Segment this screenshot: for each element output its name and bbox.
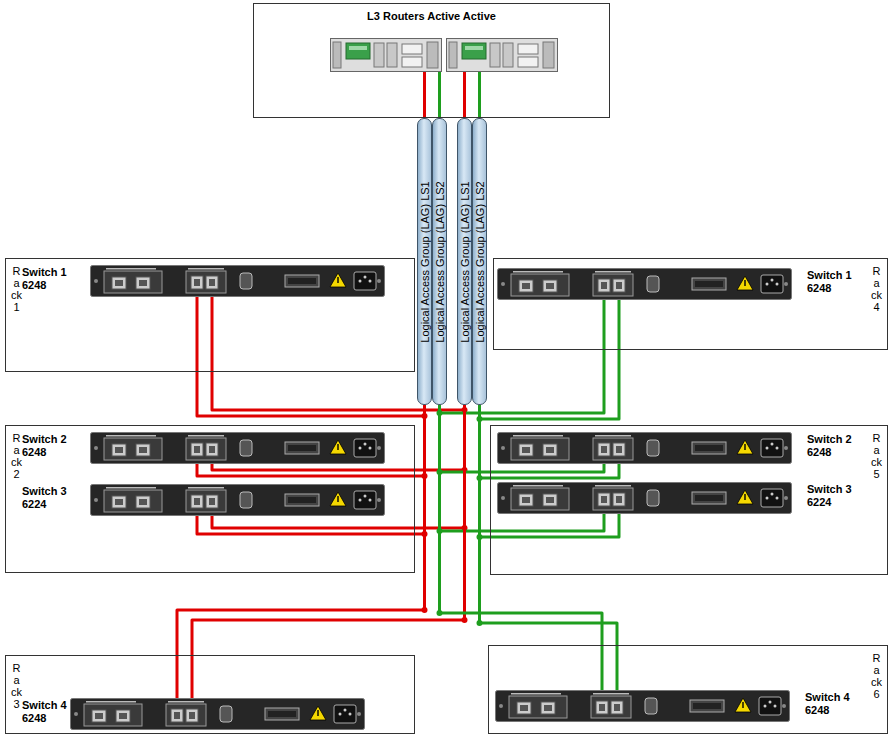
switch-chassis bbox=[498, 483, 792, 514]
switch-unit: Switch 3 6224 bbox=[22, 484, 385, 516]
lag-label: Logical Access Group (LAG) LS2 bbox=[434, 181, 446, 342]
network-cable bbox=[440, 405, 603, 690]
switch-label: Switch 3 6224 bbox=[22, 485, 82, 511]
switch-label: Switch 4 6248 bbox=[805, 691, 865, 717]
switch-label: Switch 4 6248 bbox=[22, 699, 82, 725]
switch-chassis bbox=[91, 433, 385, 464]
lag-label: Logical Access Group (LAG) LS1 bbox=[459, 181, 471, 342]
lag-tube: Logical Access Group (LAG) LS1 bbox=[457, 118, 472, 405]
network-cable bbox=[480, 405, 620, 478]
switch-chassis bbox=[498, 269, 792, 300]
network-cable bbox=[480, 300, 620, 419]
switch-chassis bbox=[71, 699, 365, 730]
switch-chassis bbox=[91, 266, 385, 297]
lag-tube: Logical Access Group (LAG) LS2 bbox=[432, 118, 447, 405]
switch-label: Switch 2 6248 bbox=[807, 433, 867, 459]
network-cable bbox=[212, 405, 465, 528]
switch-chassis bbox=[496, 691, 790, 722]
switch-unit: Switch 3 6224 bbox=[497, 482, 875, 514]
junction-dot bbox=[422, 607, 428, 613]
network-cable bbox=[480, 405, 618, 690]
rack-label: Rack 2 bbox=[11, 432, 22, 480]
lag-label: Logical Access Group (LAG) LS1 bbox=[419, 181, 431, 342]
router-icon bbox=[447, 39, 558, 72]
junction-dot bbox=[462, 617, 468, 623]
switch-label: Switch 3 6224 bbox=[807, 483, 867, 509]
rack-box: Rack 4 Switch 1 6248 bbox=[493, 258, 888, 350]
rack-label: Rack 3 bbox=[11, 662, 22, 710]
rack-label: Rack 4 bbox=[871, 265, 882, 313]
rack-box: Rack 3Switch 4 6248 bbox=[5, 655, 415, 734]
switch-label: Switch 1 6248 bbox=[22, 266, 82, 292]
switch-label: Switch 2 6248 bbox=[22, 433, 82, 459]
rack-box: Rack 1Switch 1 6248 bbox=[5, 258, 415, 372]
junction-dot bbox=[477, 620, 483, 626]
rack-label: Rack 1 bbox=[11, 265, 22, 313]
switch-unit: Switch 1 6248 bbox=[22, 265, 385, 297]
lag-label: Logical Access Group (LAG) LS2 bbox=[474, 181, 486, 342]
network-cable bbox=[438, 72, 441, 118]
switch-label: Switch 1 6248 bbox=[807, 269, 867, 295]
router-icon bbox=[331, 39, 442, 72]
lag-tube: Logical Access Group (LAG) LS1 bbox=[417, 118, 432, 405]
rack-box: Rack 2Switch 2 6248Switch 3 6224 bbox=[5, 425, 415, 573]
network-cable bbox=[197, 297, 425, 416]
network-cable bbox=[423, 72, 426, 118]
switch-chassis bbox=[498, 433, 792, 464]
switch-unit: Switch 4 6248 bbox=[495, 690, 870, 722]
rack-box: Rack 5 Switch 2 6248Switch 3 6224 bbox=[490, 425, 888, 575]
rack-label: Rack 6 bbox=[871, 652, 882, 700]
switch-unit: Switch 4 6248 bbox=[22, 698, 365, 730]
router-group-box: L3 Routers Active Active bbox=[253, 3, 610, 118]
switch-unit: Switch 1 6248 bbox=[497, 268, 875, 300]
network-cable bbox=[478, 72, 481, 118]
switch-unit: Switch 2 6248 bbox=[497, 432, 875, 464]
lag-tube: Logical Access Group (LAG) LS2 bbox=[472, 118, 487, 405]
junction-dot bbox=[437, 610, 443, 616]
switch-chassis bbox=[91, 485, 385, 516]
switch-unit: Switch 2 6248 bbox=[22, 432, 385, 464]
rack-label: Rack 5 bbox=[871, 432, 882, 480]
rack-box: Rack 6 Switch 4 6248 bbox=[488, 645, 888, 734]
network-cable bbox=[197, 405, 425, 476]
group-title: L3 Routers Active Active bbox=[254, 10, 609, 22]
network-cable bbox=[463, 72, 466, 118]
network-cable bbox=[212, 405, 465, 470]
